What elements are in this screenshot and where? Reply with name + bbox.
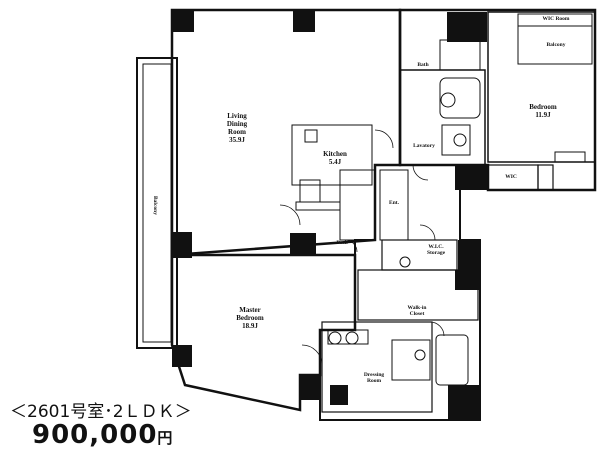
wic-room-label: WIC Room [542, 16, 570, 22]
dressing-room-label: Dressing Room [363, 372, 385, 384]
service-core-wall [319, 164, 481, 421]
price-row: 900,000円 [32, 420, 172, 450]
bedroom-wall [487, 11, 596, 163]
bedroom-block-wall [398, 8, 597, 192]
living-room-label: Living Dining Room 35.9J [226, 112, 248, 144]
bath-label: Bath [417, 62, 429, 68]
master-bedroom-label: Master Bedroom 18.9J [236, 306, 264, 330]
wic-storage-label: W.I.C. Storage [426, 244, 446, 256]
currency-label: 円 [157, 429, 173, 447]
balcony-area [136, 57, 178, 349]
bedroom-label: Bedroom 11.9J [529, 103, 557, 119]
bath2-label: Bath [336, 240, 348, 246]
walkin-closet-label: Walk-in Closet [407, 305, 427, 317]
lavatory-label: Lavatory [413, 143, 435, 149]
price-value: 900,000 [32, 420, 158, 450]
wic-label: WIC [505, 174, 517, 180]
kitchen-label: Kitchen 5.4J [323, 150, 347, 166]
living-room-wall [170, 8, 402, 257]
entrance-label: Ent. [389, 200, 399, 206]
bedroom-balcony-label: Balcony [546, 42, 566, 48]
column [172, 10, 194, 32]
unit-label: ＜2601号室･2ＬＤＫ＞ [10, 402, 192, 422]
balcony-label: Balcony [152, 195, 158, 215]
